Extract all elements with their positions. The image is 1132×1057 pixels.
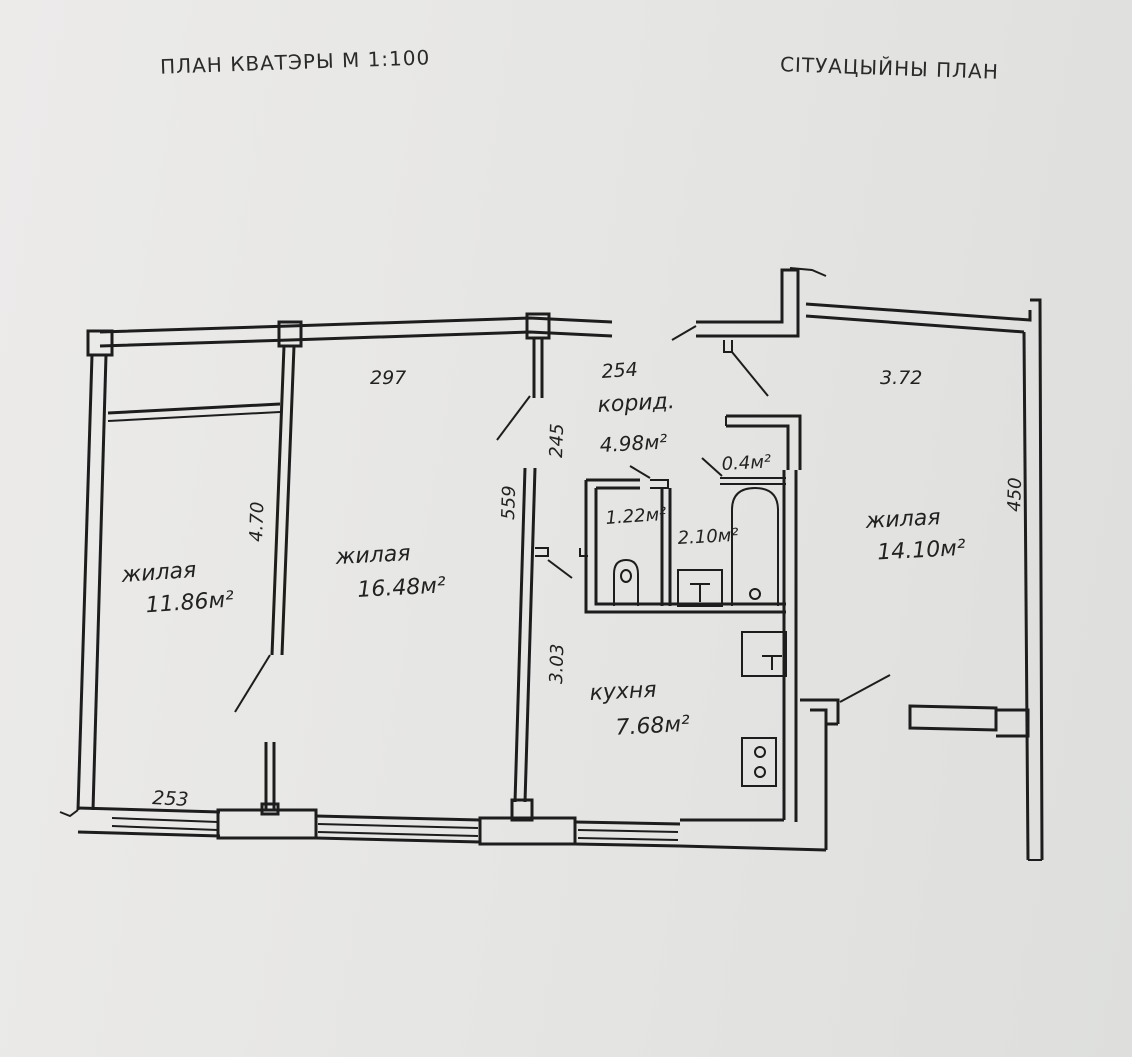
south-wall	[77, 798, 827, 852]
door-swing-right-room	[731, 351, 769, 397]
room-living-left-area: 11.86м²	[145, 587, 235, 618]
column-n1	[277, 320, 303, 348]
kitchen-door-jamb	[535, 547, 549, 557]
door-swing-left-room	[234, 654, 271, 713]
room-corridor-label: корид.	[597, 389, 675, 418]
north-wall	[86, 312, 613, 422]
dim-297: 297	[370, 367, 406, 389]
corridor-walls	[671, 267, 827, 485]
room-living-right-label: жилая	[864, 505, 941, 534]
dim-245: 245	[546, 423, 568, 458]
bathroom-block	[579, 465, 798, 690]
partition-left-middle	[234, 345, 296, 810]
bathtub-fixture	[731, 486, 779, 606]
dim-372: 3.72	[880, 367, 922, 389]
room-living-middle-label: жилая	[334, 541, 411, 570]
room-closet-area: 0.4м²	[721, 451, 771, 475]
room-kitchen-label: кухня	[589, 678, 657, 706]
column-nw	[86, 329, 114, 357]
washbasin-fixture	[677, 569, 723, 607]
room-living-middle: жилая 16.48м²	[334, 541, 447, 603]
room-kitchen: кухня 7.68м²	[589, 678, 691, 741]
dim-303: 3.03	[546, 643, 568, 684]
room-living-middle-area: 16.48м²	[357, 573, 447, 603]
room-corridor-area: 4.98м²	[599, 429, 668, 457]
kitchen-stove	[741, 737, 777, 787]
door-swing-kitchen	[547, 559, 573, 579]
room-labels: жилая 11.86м² жилая 16.48м² жилая 14.10м…	[120, 389, 967, 741]
west-wall	[59, 354, 108, 818]
room-corridor: корид. 4.98м²	[597, 389, 675, 457]
toilet-fixture	[613, 558, 639, 606]
room-living-left: жилая 11.86м²	[120, 558, 235, 619]
room-toilet-area: 1.22м²	[605, 504, 667, 529]
dim-253: 253	[152, 787, 189, 811]
dim-450: 450	[1004, 477, 1026, 512]
kitchen-sink	[741, 631, 787, 677]
door-swing-right-room-south	[839, 674, 891, 703]
room-kitchen-area: 7.68м²	[615, 712, 691, 741]
partition-middle-kitchen	[496, 338, 573, 803]
room-living-right-area: 14.10м²	[877, 536, 967, 566]
room-living-left-label: жилая	[120, 558, 197, 588]
dim-559: 559	[498, 485, 520, 520]
column-n2	[525, 312, 551, 340]
kitchen-walls	[741, 618, 798, 822]
entrance-door-swing	[671, 325, 697, 341]
room-living-right: жилая 14.10м²	[864, 505, 967, 566]
dim-470: 4.70	[246, 501, 268, 542]
door-swing-middle-room	[496, 395, 531, 441]
right-room-walls	[800, 298, 1044, 861]
dimension-labels: 297 254 3.72 4.70 245 559 450 3.03 253	[152, 359, 1026, 811]
room-bathroom-area: 2.10м²	[677, 525, 739, 549]
dim-254: 254	[601, 359, 639, 383]
